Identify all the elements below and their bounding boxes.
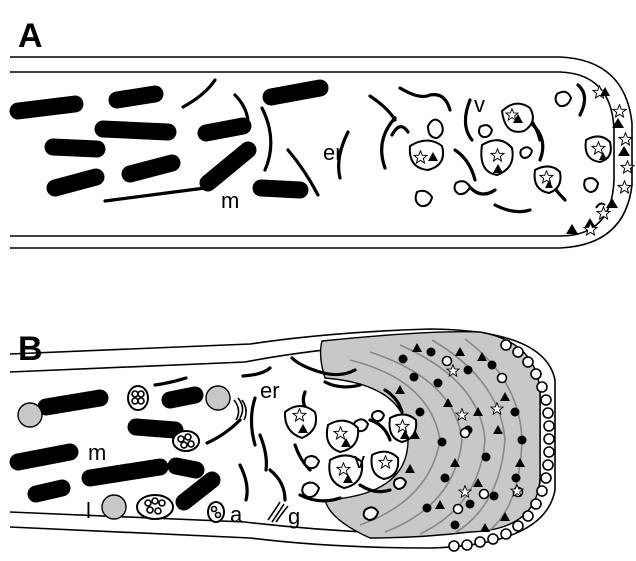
panel-b-label-er: er [260, 378, 280, 403]
panel-b-golgi-2 [268, 502, 288, 522]
panel-b-lipid-2 [206, 386, 230, 410]
panel-b-amyloplast-3 [137, 495, 173, 519]
panel-a-er-strands [105, 80, 585, 212]
panel-b: B [10, 329, 555, 551]
panel-a-label-m: m [221, 188, 239, 213]
panel-b-amyloplast-2 [173, 431, 199, 451]
panel-a-cargo-vesicles [410, 104, 611, 193]
panel-b-golgi-1 [234, 398, 246, 420]
panel-b-label-a: a [230, 502, 243, 527]
panel-a-label-v: v [474, 92, 485, 117]
panel-b-label-g: g [288, 504, 300, 529]
panel-b-label-m: m [88, 440, 106, 465]
panel-b-amyloplast-4 [208, 502, 224, 522]
panel-b-letter: B [18, 330, 43, 368]
panel-b-lipid-1 [18, 403, 42, 427]
panel-a-mitochondria [18, 88, 320, 190]
panel-b-label-v: v [354, 448, 365, 473]
panel-b-lipid-3 [102, 495, 126, 519]
panel-a-label-er: er [323, 140, 343, 165]
panel-a: A [10, 17, 634, 248]
panel-b-label-l: l [86, 498, 91, 523]
panel-b-amyloplast-1 [128, 386, 148, 410]
panel-a-letter: A [18, 17, 43, 55]
